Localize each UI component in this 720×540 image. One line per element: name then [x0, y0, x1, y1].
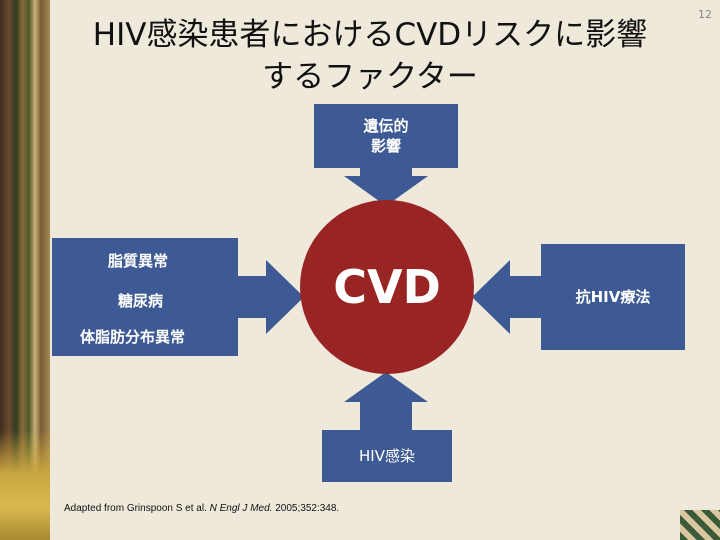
genetic-factor-box: 遺伝的 影響 [314, 104, 458, 168]
slide-title: HIV感染患者におけるCVDリスクに影響 するファクター [60, 14, 680, 98]
citation: Adapted from Grinspoon S et al. N Engl J… [64, 503, 339, 514]
arrow-left-icon [472, 260, 544, 334]
fat-redistribution-label: 体脂肪分布異常 [80, 328, 186, 346]
citation-prefix: Adapted from Grinspoon S et al. [64, 503, 207, 514]
genetic-factor-label-1: 遺伝的 [363, 117, 409, 135]
dyslipidemia-label: 脂質異常 [108, 252, 169, 270]
arrow-right-icon [236, 260, 304, 334]
citation-suffix: 2005;352:348. [275, 503, 340, 514]
arrow-down-icon [344, 166, 428, 206]
genetic-factor-label-2: 影響 [370, 137, 401, 155]
citation-journal: N Engl J Med. [209, 503, 273, 514]
metabolic-factors-box [52, 238, 238, 356]
arrow-up-icon [344, 372, 428, 432]
hiv-infection-box: HIV感染 [322, 430, 452, 482]
title-line-1: HIV感染患者におけるCVDリスクに影響 [92, 17, 648, 53]
cvd-circle: CVD [300, 200, 474, 374]
diabetes-label: 糖尿病 [118, 292, 164, 310]
corner-decoration [680, 510, 720, 540]
antiretroviral-therapy-box: 抗HIV療法 [541, 244, 685, 350]
decorative-side-image [0, 0, 50, 540]
title-line-2: するファクター [262, 59, 478, 95]
page-number: 12 [698, 8, 712, 21]
